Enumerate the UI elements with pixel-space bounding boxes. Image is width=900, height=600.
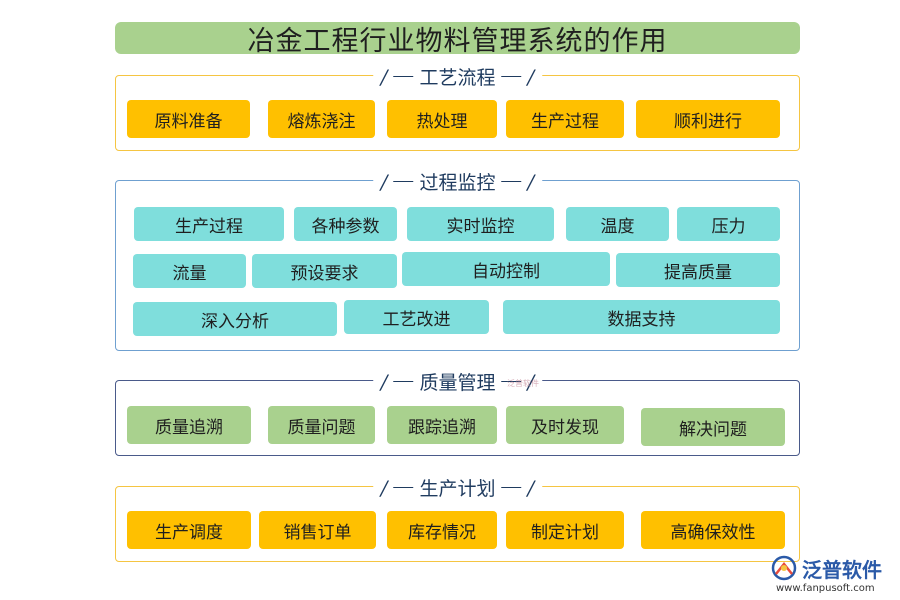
quality-box-issues: 质量问题 (268, 406, 375, 444)
quality-box-trace: 质量追溯 (127, 406, 251, 444)
process-box-heat-treatment: 热处理 (387, 100, 497, 138)
section-heading-process: / 工艺流程 / (372, 63, 543, 90)
plan-box-scheduling: 生产调度 (127, 511, 251, 549)
fanpu-logo-icon (771, 555, 797, 581)
monitor-box-realtime: 实时监控 (407, 207, 554, 241)
monitor-box-parameters: 各种参数 (294, 207, 397, 241)
section-heading-monitor: / 过程监控 / (372, 168, 543, 195)
monitor-box-data-support: 数据支持 (503, 300, 780, 334)
heading-label-process: 工艺流程 (419, 67, 496, 89)
section-heading-plan: / 生产计划 / (372, 474, 543, 501)
monitor-box-pressure: 压力 (677, 207, 780, 241)
plan-box-make-plan: 制定计划 (506, 511, 624, 549)
monitor-box-temperature: 温度 (566, 207, 669, 241)
page-title: 冶金工程行业物料管理系统的作用 (115, 22, 800, 57)
plan-box-sales-order: 销售订单 (259, 511, 376, 549)
monitor-box-preset: 预设要求 (252, 254, 397, 288)
monitor-box-auto-control: 自动控制 (402, 252, 610, 286)
section-monitor: / 过程监控 / (115, 168, 800, 351)
heading-label-monitor: 过程监控 (419, 172, 496, 194)
quality-box-tracking: 跟踪追溯 (387, 406, 497, 444)
monitor-box-improve-quality: 提高质量 (616, 253, 780, 287)
monitor-box-analysis: 深入分析 (133, 302, 337, 336)
section-heading-quality: / 质量管理 / (372, 368, 543, 395)
brand-logo-block: 泛普软件 www.fanpusoft.com (768, 552, 898, 596)
section-quality: / 质量管理 / (115, 368, 800, 456)
process-box-raw-material: 原料准备 (127, 100, 250, 138)
quality-box-solve: 解决问题 (641, 408, 785, 446)
quality-box-discover: 及时发现 (506, 406, 624, 444)
monitor-box-flow: 流量 (133, 254, 246, 288)
section-process: / 工艺流程 / (115, 63, 800, 151)
process-box-smooth-run: 顺利进行 (636, 100, 780, 138)
heading-label-plan: 生产计划 (419, 478, 496, 500)
section-plan: / 生产计划 / (115, 474, 800, 562)
plan-box-inventory: 库存情况 (387, 511, 497, 549)
monitor-box-production: 生产过程 (134, 207, 284, 241)
process-box-smelting: 熔炼浇注 (268, 100, 375, 138)
watermark-logo: 泛普软件 (507, 379, 539, 388)
brand-url: www.fanpusoft.com (776, 583, 875, 594)
process-box-production: 生产过程 (506, 100, 624, 138)
heading-label-quality: 质量管理 (419, 372, 496, 394)
brand-name: 泛普软件 (802, 558, 882, 582)
plan-box-effectiveness: 高确保效性 (641, 511, 785, 549)
monitor-box-process-improve: 工艺改进 (344, 300, 489, 334)
